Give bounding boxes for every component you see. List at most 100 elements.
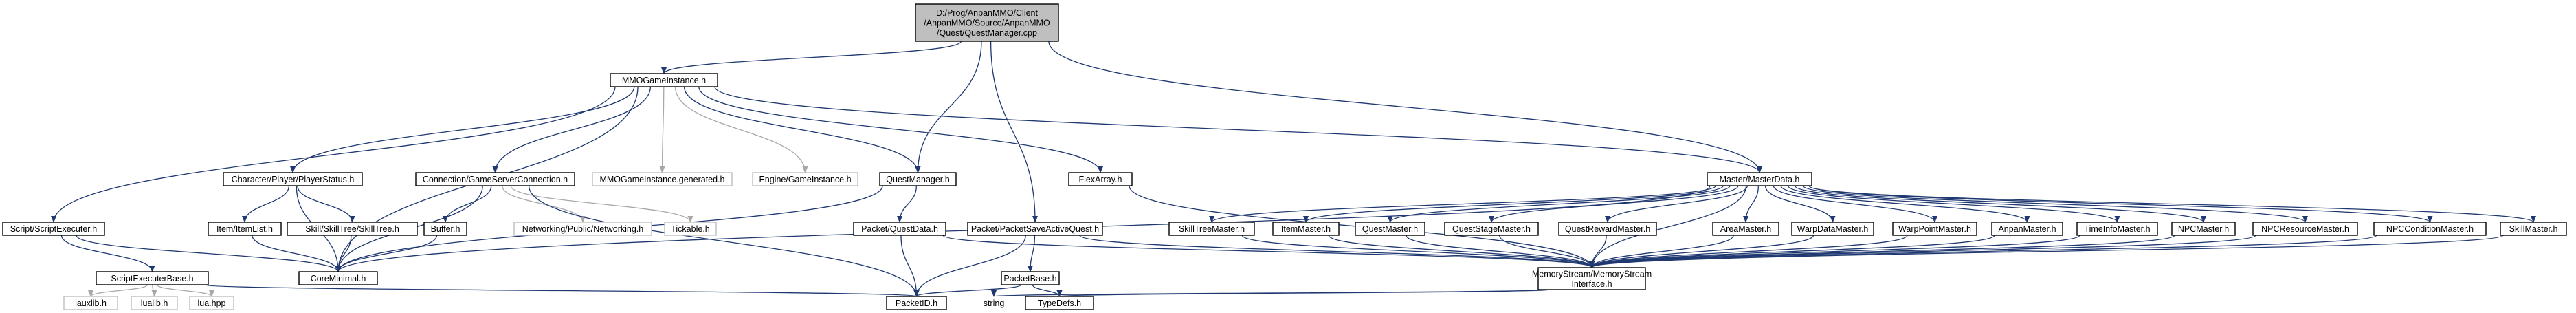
node-box: [1707, 172, 1812, 186]
node-buffer[interactable]: Buffer.h: [423, 222, 467, 236]
edge-skill_tree_master-to-memory_stream_interface: [1241, 235, 1595, 268]
node-skill-tree[interactable]: Skill/SkillTree/SkillTree.h: [287, 222, 418, 236]
node-label: Connection/GameServerConnection.h: [423, 175, 568, 184]
node-warp-data-master[interactable]: WarpDataMaster.h: [1791, 222, 1874, 236]
node-npc-master[interactable]: NPCMaster.h: [2171, 222, 2236, 236]
node-label: ScriptExecuterBase.h: [111, 274, 193, 283]
node-box: [1558, 222, 1657, 236]
edge-mmo_game_instance-to-master_master_data: [714, 86, 1762, 173]
node-quest-stage-master[interactable]: QuestStageMaster.h: [1444, 222, 1539, 236]
edge-root-to-master_master_data: [1048, 41, 1762, 173]
edge-mmo_game_instance-to-mmo_game_instance_generated: [659, 86, 665, 173]
node-warp-point-master[interactable]: WarpPointMaster.h: [1892, 222, 1977, 236]
node-box: [2076, 222, 2158, 236]
node-box: [1272, 222, 1340, 236]
node-label: Packet/QuestData.h: [861, 224, 938, 234]
node-item-master[interactable]: ItemMaster.h: [1272, 222, 1340, 236]
node-box: [1444, 222, 1539, 236]
edge-master_master_data-to-skill_tree_master: [1209, 185, 1716, 223]
node-quest-reward-master[interactable]: QuestRewardMaster.h: [1558, 222, 1657, 236]
node-script-executer-base[interactable]: ScriptExecuterBase.h: [96, 271, 209, 285]
node-packet-quest-data[interactable]: Packet/QuestData.h: [853, 222, 946, 236]
node-tickable[interactable]: Tickable.h: [664, 222, 717, 236]
node-packet-id[interactable]: PacketID.h: [886, 296, 947, 310]
node-mmo-game-instance[interactable]: MMOGameInstance.h: [610, 73, 718, 87]
node-mmo-game-instance-generated[interactable]: MMOGameInstance.generated.h: [592, 172, 733, 186]
node-label: TimeInfoMaster.h: [2084, 224, 2150, 234]
edges-layer: [51, 41, 2536, 297]
edge-master_master_data-to-warp_point_master: [1773, 185, 1937, 223]
node-connection-game-server[interactable]: Connection/GameServerConnection.h: [415, 172, 575, 186]
edge-mmo_game_instance-to-quest_manager_h: [683, 86, 921, 173]
node-skill-master[interactable]: SkillMaster.h: [2500, 222, 2567, 236]
node-core-minimal[interactable]: CoreMinimal.h: [298, 271, 378, 285]
node-packet-base[interactable]: PacketBase.h: [1001, 271, 1060, 285]
node-anpan-master[interactable]: AnpanMaster.h: [1991, 222, 2063, 236]
node-box: [287, 222, 418, 236]
node-item-item-list[interactable]: Item/ItemList.h: [208, 222, 282, 236]
edge-script_executer-to-core_minimal: [76, 235, 341, 272]
node-root[interactable]: D:/Prog/AnpanMMO/Client/AnpanMMO/Source/…: [915, 3, 1059, 42]
node-box: [610, 73, 718, 87]
node-label: AnpanMaster.h: [1998, 224, 2056, 234]
node-character-player-status[interactable]: Character/Player/PlayerStatus.h: [223, 172, 363, 186]
node-label: WarpDataMaster.h: [1797, 224, 1869, 234]
node-time-info-master[interactable]: TimeInfoMaster.h: [2076, 222, 2158, 236]
node-box: [2252, 222, 2358, 236]
edge-master_master_data-to-area_master: [1743, 185, 1759, 223]
edge-buffer-to-core_minimal: [335, 235, 438, 272]
edge-script_executer_base-to-packet_id: [205, 284, 919, 297]
edge-connection_game_server-to-networking: [502, 185, 586, 223]
node-box: [915, 3, 1059, 42]
edge-mmo_game_instance-to-script_executer: [51, 86, 616, 223]
node-lualib[interactable]: lualib.h: [131, 296, 178, 310]
node-label: Packet/PacketSaveActiveQuest.h: [971, 224, 1099, 234]
node-quest-master[interactable]: QuestMaster.h: [1355, 222, 1425, 236]
node-box: [853, 222, 946, 236]
edge-master_master_data-to-npc_master: [1795, 185, 2206, 223]
node-label: D:/Prog/AnpanMMO/Client: [936, 8, 1039, 18]
node-box: [513, 222, 652, 236]
node-lauxlib[interactable]: lauxlib.h: [63, 296, 118, 310]
node-quest-manager-h[interactable]: QuestManager.h: [879, 172, 957, 186]
node-label: SkillTreeMaster.h: [1179, 224, 1245, 234]
edge-master_master_data-to-time_info_master: [1787, 185, 2120, 223]
edge-packet_base-to-packet_id: [913, 284, 1022, 297]
edge-master_master_data-to-anpan_master: [1780, 185, 2030, 223]
node-lua-hpp[interactable]: lua.hpp: [189, 296, 234, 310]
node-label: MMOGameInstance.h: [622, 76, 706, 85]
node-packet-save-active-quest[interactable]: Packet/PacketSaveActiveQuest.h: [967, 222, 1103, 236]
node-skill-tree-master[interactable]: SkillTreeMaster.h: [1168, 222, 1255, 236]
edge-packet_save_active_quest-to-packet_base: [1028, 235, 1036, 272]
node-npc-resource-master[interactable]: NPCResourceMaster.h: [2252, 222, 2358, 236]
node-area-master[interactable]: AreaMaster.h: [1712, 222, 1779, 236]
edge-npc_master-to-memory_stream_interface: [1589, 235, 2175, 268]
edge-area_master-to-memory_stream_interface: [1589, 235, 1734, 268]
edge-master_master_data-to-memory_stream_interface: [1589, 185, 1747, 268]
edge-warp_data_master-to-memory_stream_interface: [1589, 235, 1814, 268]
edge-script_executer_base-to-lauxlib: [88, 284, 148, 297]
node-master-master-data[interactable]: Master/MasterData.h: [1707, 172, 1812, 186]
node-npc-condition-master[interactable]: NPCConditionMaster.h: [2373, 222, 2487, 236]
node-box: [96, 271, 209, 285]
node-type-defs[interactable]: TypeDefs.h: [1025, 296, 1094, 310]
node-script-executer[interactable]: Script/ScriptExecuter.h: [2, 222, 105, 236]
node-flex-array[interactable]: FlexArray.h: [1068, 172, 1133, 186]
node-label: /AnpanMMO/Source/AnpanMMO: [924, 19, 1050, 28]
edge-quest_manager_h-to-packet_quest_data: [897, 185, 918, 223]
edge-item_master-to-memory_stream_interface: [1328, 235, 1595, 268]
node-label: AreaMaster.h: [1720, 224, 1771, 234]
node-engine-game-instance[interactable]: Engine/GameInstance.h: [752, 172, 858, 186]
edge-item_item_list-to-core_minimal: [252, 235, 341, 272]
node-label: WarpPointMaster.h: [1898, 224, 1971, 234]
node-box: [886, 296, 947, 310]
node-label: Engine/GameInstance.h: [759, 175, 851, 184]
node-label: Tickable.h: [671, 224, 710, 234]
edge-memory_stream_interface-to-type_defs: [1057, 289, 1550, 297]
node-networking[interactable]: Networking/Public/Networking.h: [513, 222, 652, 236]
node-label: PacketID.h: [896, 299, 937, 308]
node-label: lua.hpp: [197, 299, 225, 308]
node-box: [1068, 172, 1133, 186]
node-box: [752, 172, 858, 186]
